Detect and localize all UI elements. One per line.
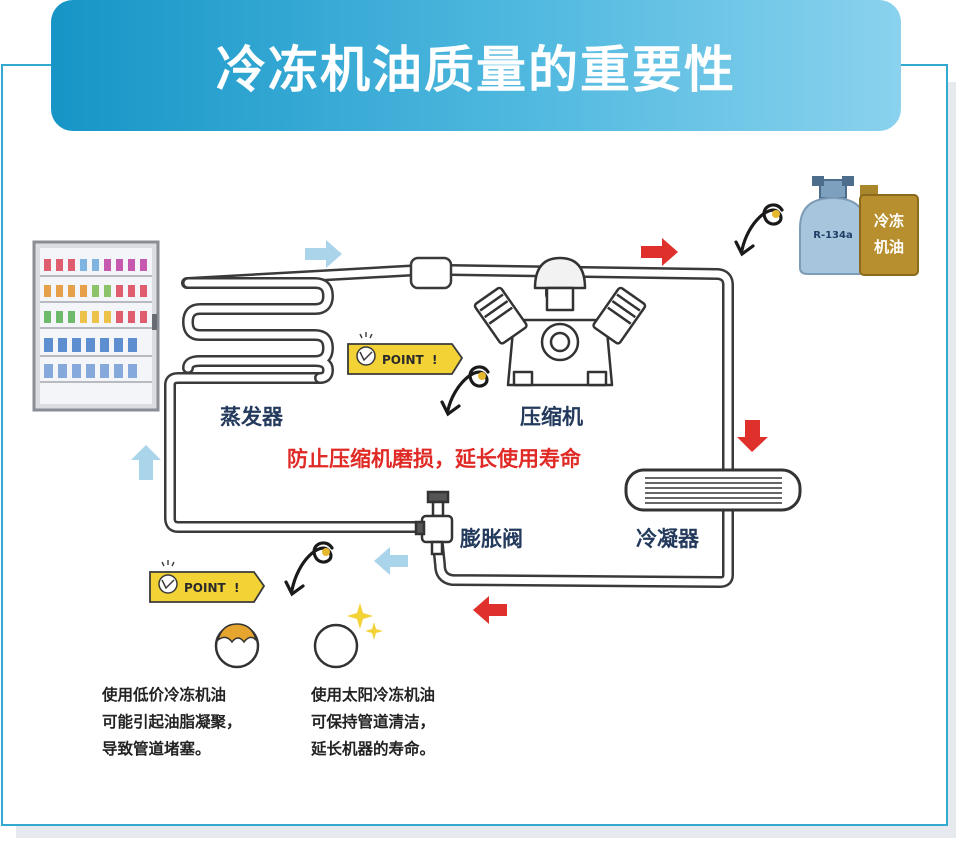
note-line: 延长机器的寿命。: [311, 740, 436, 758]
point-badge-compressor: POINT !: [347, 332, 464, 375]
clean-pipe-icon: [313, 603, 383, 669]
low-quality-oil-note: 使用低价冷冻机油 可能引起油脂凝聚， 导致管道堵塞。: [102, 682, 242, 763]
oil-can-label-line1: 冷冻: [874, 212, 904, 230]
compressor-illustration: [473, 256, 647, 387]
point-badge-mark: !: [234, 581, 239, 595]
point-badge-oil: POINT !: [149, 560, 266, 603]
tank-label: R-134a: [813, 230, 852, 241]
curly-arrow-heads: [322, 210, 780, 556]
note-line: 导致管道堵塞。: [102, 740, 211, 758]
title-banner: 冷冻机油质量的重要性: [51, 0, 901, 131]
content-frame: [1, 64, 948, 826]
clogged-pipe-icon: [214, 623, 260, 669]
point-badge-label: POINT: [382, 353, 425, 367]
accumulator: [409, 256, 453, 290]
oil-can-label-line2: 机油: [874, 238, 904, 256]
curly-arrow-icons: [284, 203, 784, 597]
flow-arrows-blue: [131, 240, 408, 575]
expansion-valve-label: 膨胀阀: [460, 527, 523, 551]
note-line: 使用低价冷冻机油: [102, 686, 227, 704]
refrigerant-tank-icon: R-134a: [799, 176, 867, 275]
point-badge-mark: !: [432, 353, 437, 367]
compressor-label: 压缩机: [520, 405, 583, 429]
note-line: 可保持管道清洁，: [311, 713, 436, 731]
evaporator-coil: [181, 277, 335, 384]
condenser-illustration: [624, 468, 802, 512]
oil-can-icon: 冷冻 机油: [859, 185, 919, 276]
note-line: 使用太阳冷冻机油: [311, 686, 436, 704]
evaporator-label: 蒸发器: [220, 405, 283, 429]
flow-arrows-red: [473, 238, 768, 624]
expansion-valve-illustration: [414, 490, 454, 556]
note-line: 可能引起油脂凝聚，: [102, 713, 242, 731]
point-badge-label: POINT: [184, 581, 227, 595]
display-fridge-icon: [32, 240, 160, 412]
benefit-text: 防止压缩机磨损，延长使用寿命: [287, 447, 581, 471]
page-title: 冷冻机油质量的重要性: [216, 40, 736, 99]
high-quality-oil-note: 使用太阳冷冻机油 可保持管道清洁， 延长机器的寿命。: [311, 682, 435, 763]
condenser-label: 冷凝器: [636, 527, 699, 551]
